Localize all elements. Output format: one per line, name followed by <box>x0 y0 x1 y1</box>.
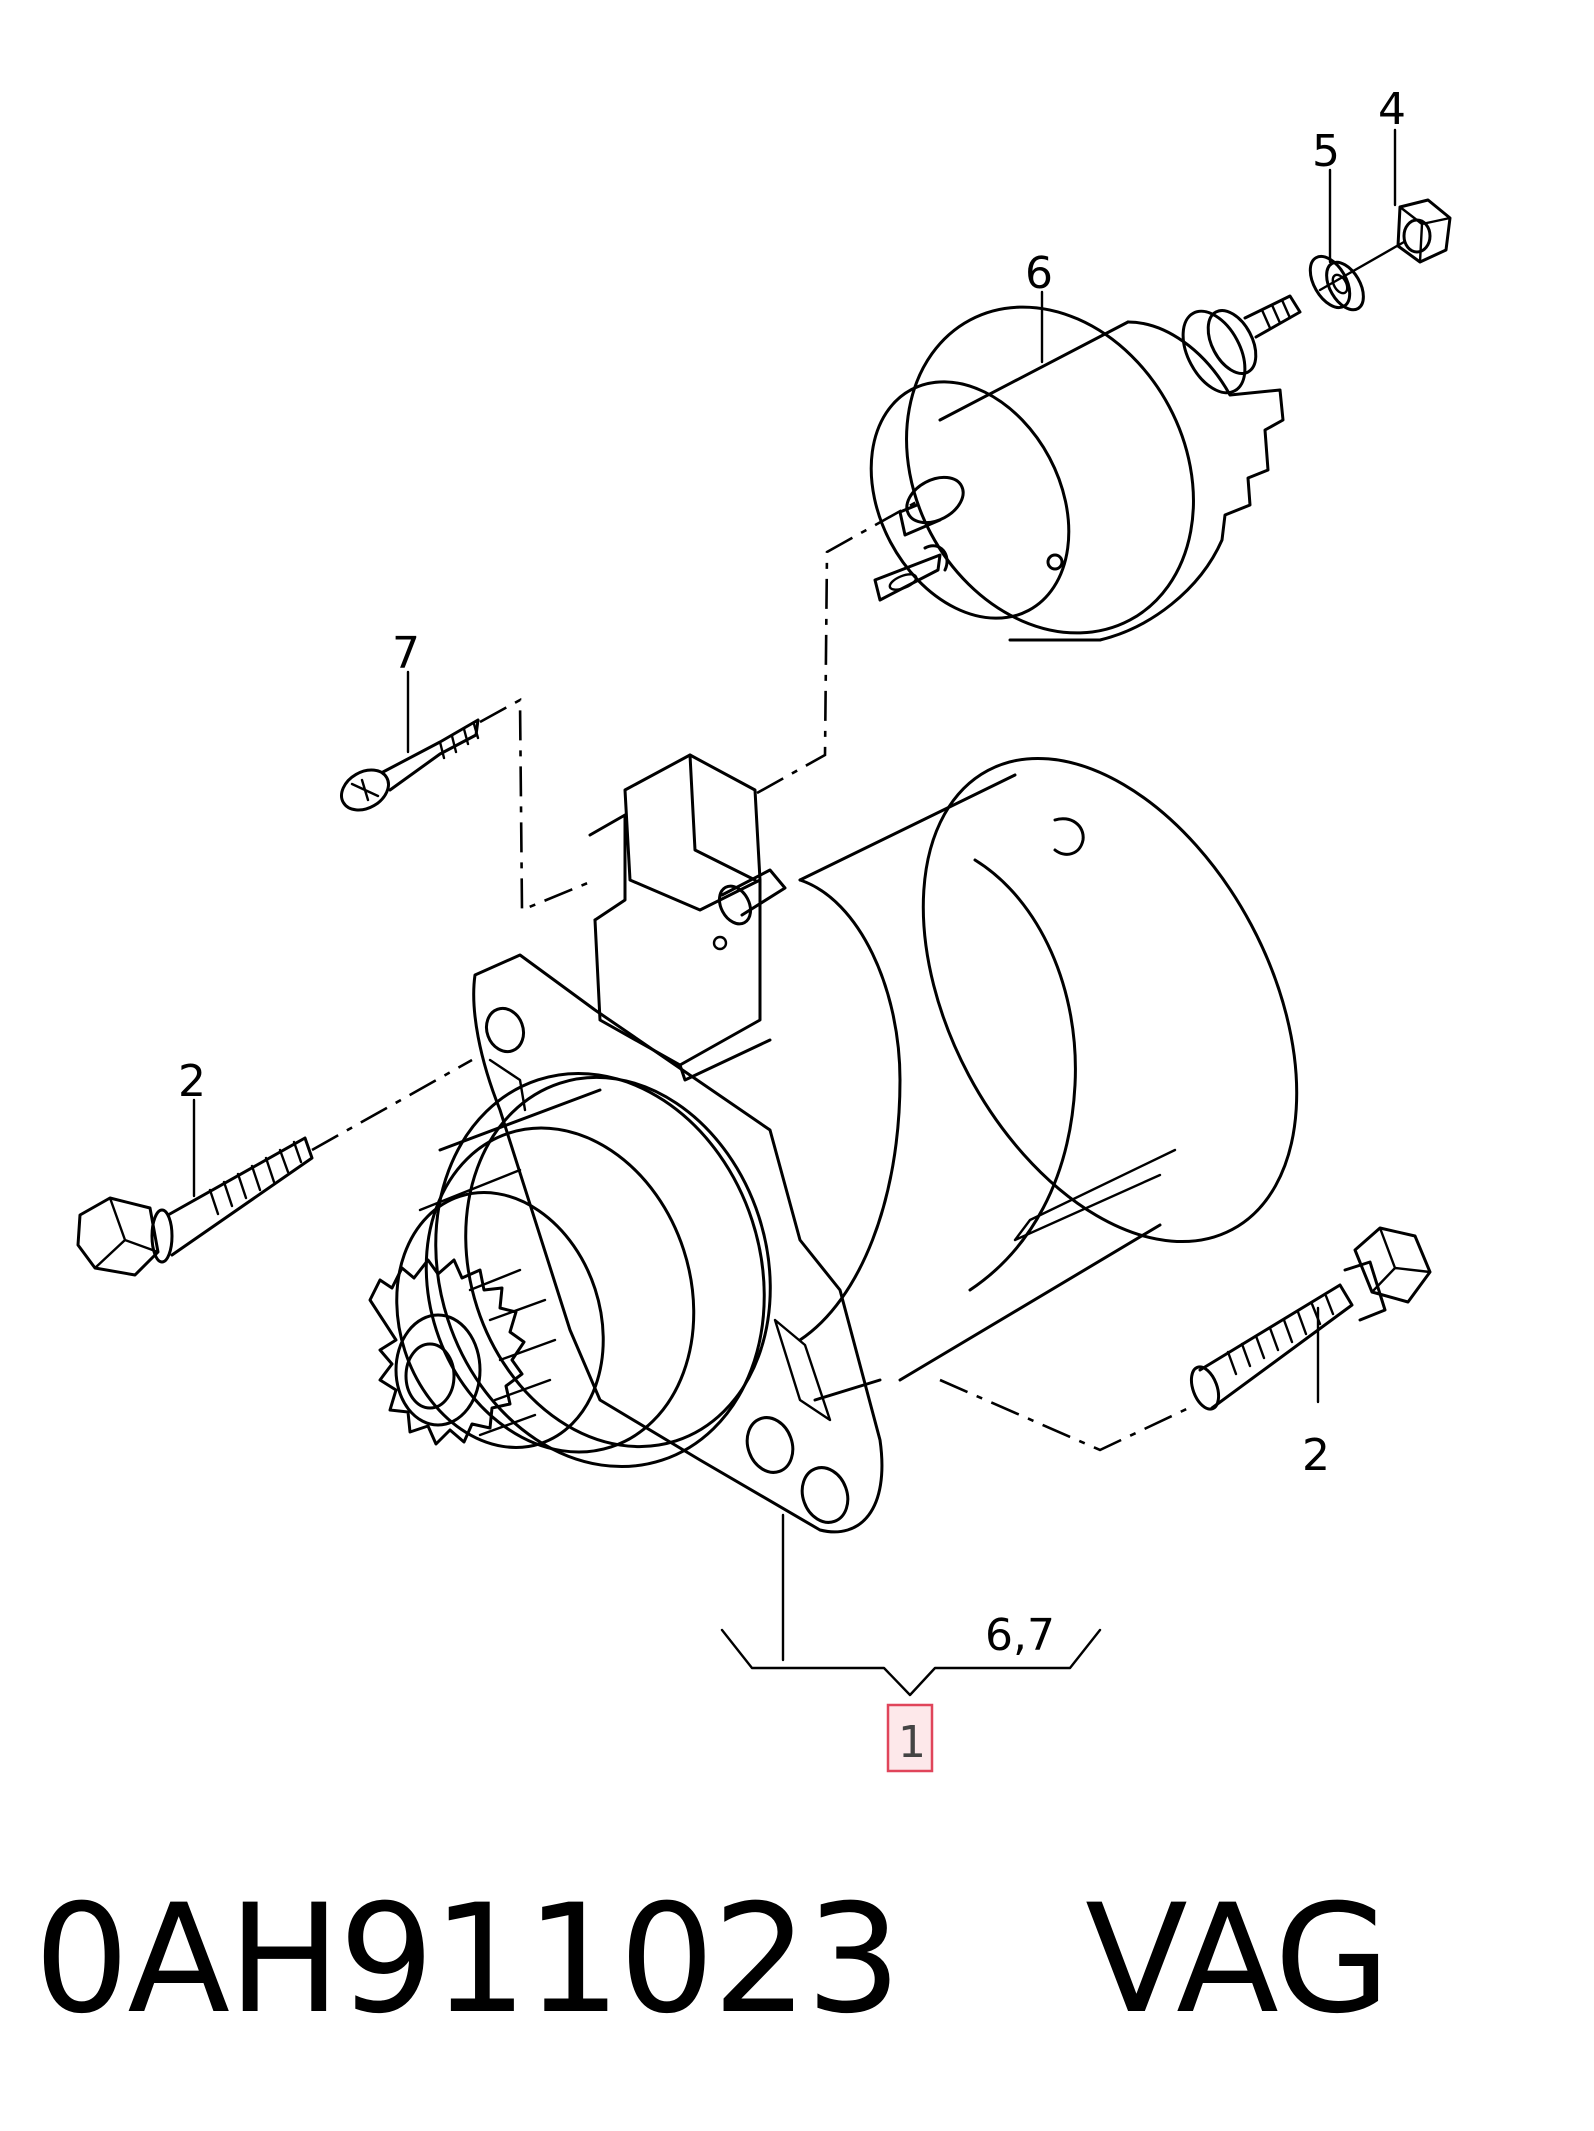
screw-7-drawing[interactable] <box>334 718 480 818</box>
part-number: 0AH911023 <box>34 1873 901 2047</box>
callout-7: 7 <box>392 628 420 679</box>
nut-4-drawing[interactable] <box>1396 198 1452 264</box>
bolt-2-right-drawing[interactable] <box>1186 1226 1432 1413</box>
bolt-2-left-drawing[interactable] <box>76 1136 314 1277</box>
callout-2-left: 2 <box>178 1056 206 1107</box>
callout-4: 4 <box>1378 84 1406 135</box>
callout-group-label: 6,7 <box>985 1610 1055 1661</box>
callout-1: 1 <box>898 1717 926 1768</box>
callout-6: 6 <box>1025 248 1053 299</box>
brand-name: VAG <box>1085 1873 1390 2047</box>
callout-5: 5 <box>1312 126 1340 177</box>
starter-motor-1-drawing[interactable] <box>365 695 1374 1534</box>
part-1-highlight[interactable]: 1 <box>886 1703 934 1773</box>
solenoid-6-drawing[interactable] <box>832 257 1302 684</box>
part-group-bracket <box>720 1513 1102 1697</box>
callout-2-right: 2 <box>1302 1430 1330 1481</box>
washer-5-drawing[interactable] <box>1302 250 1371 316</box>
callout-leader-lines <box>192 128 1397 1404</box>
assembly-guide-lines <box>311 498 1196 1452</box>
part-info-footer: 0AH911023 VAG <box>34 1870 1390 2050</box>
